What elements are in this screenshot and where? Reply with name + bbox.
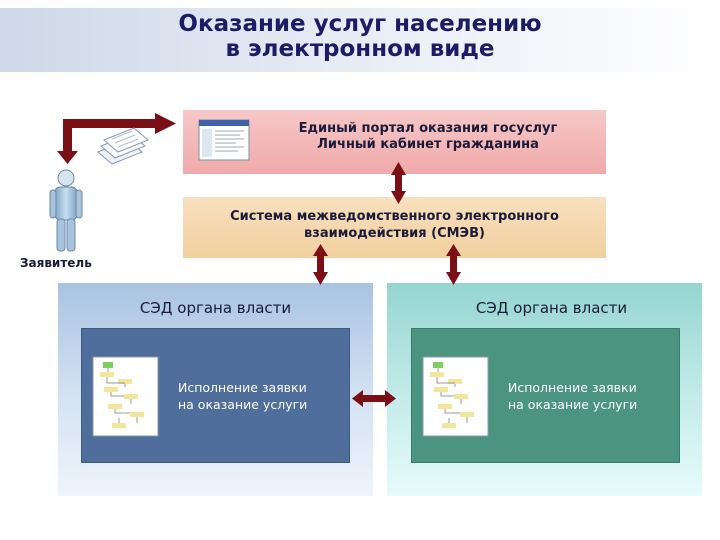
portal-box xyxy=(183,110,606,174)
sed-left-task-label: Исполнение заявки на оказание услуги xyxy=(178,379,368,413)
portal-label-line-2: Личный кабинет гражданина xyxy=(317,137,539,152)
page-title-line-2: в электронном виде xyxy=(225,36,495,62)
sed-left-title: СЭД органа власти xyxy=(139,299,292,317)
smev-label-line-1: Система межведомственного электронного xyxy=(230,209,559,224)
page-title: Оказание услуг населению в электронном в… xyxy=(0,12,720,62)
sed-right-title: СЭД органа власти xyxy=(475,299,628,317)
page-title-line-1: Оказание услуг населению xyxy=(178,11,542,37)
portal-smev-arrow xyxy=(391,162,406,204)
sed-right-task-line-2: на оказание услуги xyxy=(508,397,638,412)
applicant-to-portal-arrow xyxy=(57,113,176,164)
sed-left-right-arrow xyxy=(352,390,396,407)
smev-label: Система межведомственного электронного в… xyxy=(183,208,606,242)
smev-box xyxy=(183,197,606,258)
flowchart-icon xyxy=(422,356,489,437)
sed-left-task-line-2: на оказание услуги xyxy=(178,397,308,412)
portal-label: Единый портал оказания госуслуг Личный к… xyxy=(250,121,606,153)
smev-sed-right-arrow xyxy=(446,244,461,285)
web-page-icon xyxy=(198,119,250,161)
sed-right-task-line-1: Исполнение заявки xyxy=(508,380,637,395)
sed-right-task-label: Исполнение заявки на оказание услуги xyxy=(508,379,698,413)
flowchart-icon xyxy=(92,356,159,437)
smev-label-line-2: взаимодействия (СМЭВ) xyxy=(304,226,485,241)
header-band xyxy=(0,8,720,72)
smev-sed-left-arrow xyxy=(313,244,328,285)
applicant-label: Заявитель xyxy=(20,256,92,270)
documents-icon xyxy=(97,127,149,165)
portal-label-line-1: Единый портал оказания госуслуг xyxy=(298,121,558,136)
person-icon xyxy=(49,169,83,252)
sed-left-task-line-1: Исполнение заявки xyxy=(178,380,307,395)
